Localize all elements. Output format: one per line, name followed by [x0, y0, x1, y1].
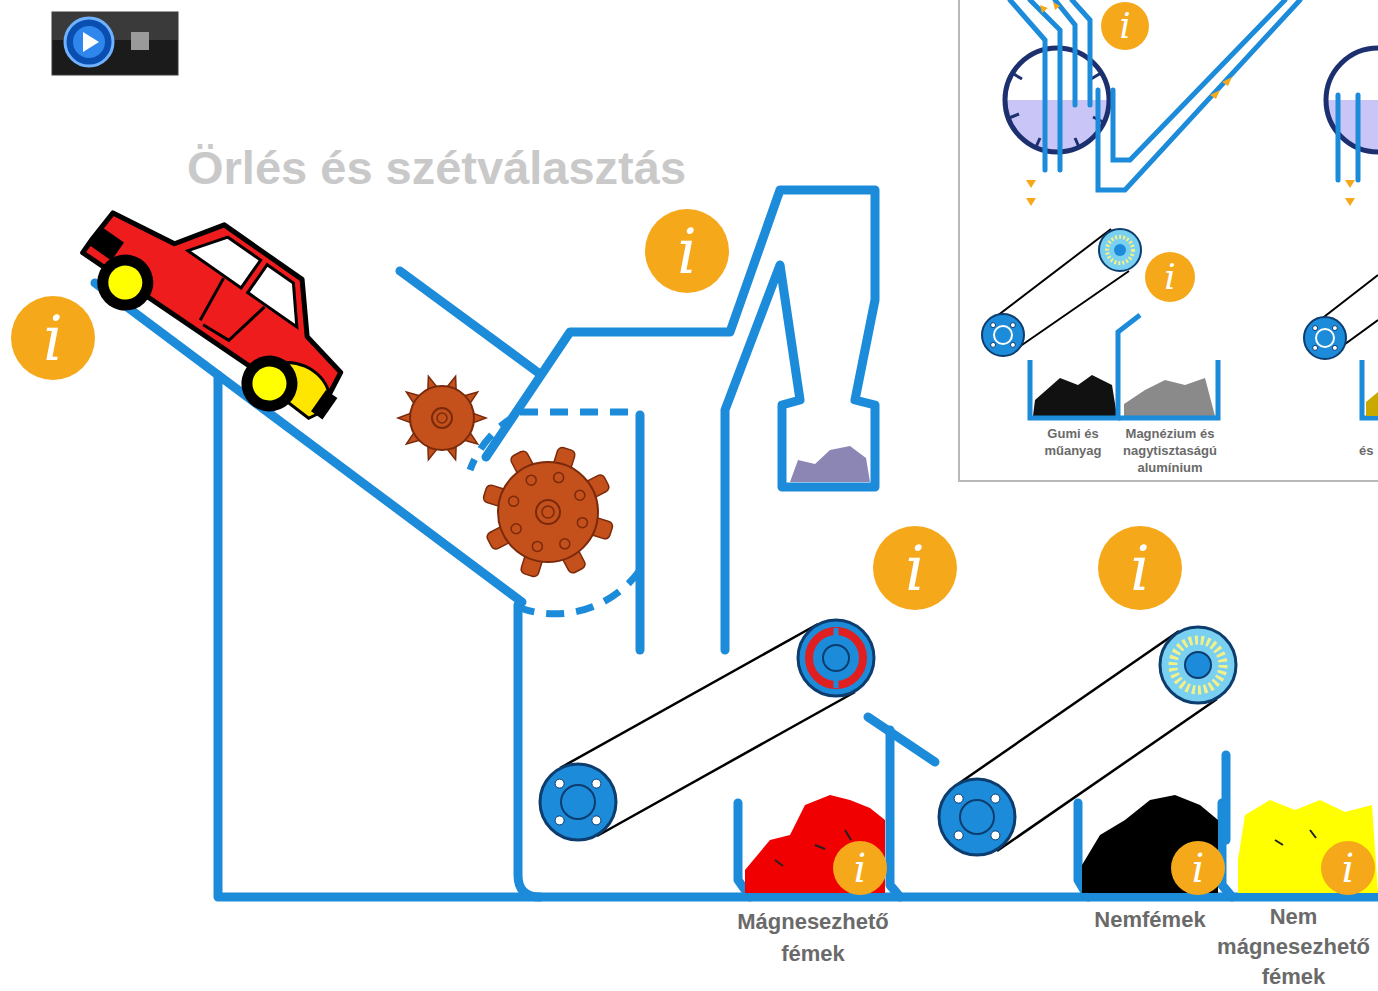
gear-hole — [560, 539, 570, 549]
large-gear — [498, 462, 598, 562]
gear-hole — [577, 518, 587, 528]
collection-bin: Nem mágnesezhető fémek — [1215, 800, 1372, 991]
gear-hub — [536, 500, 560, 524]
gear-hole — [511, 524, 521, 534]
gear-hub — [432, 408, 452, 428]
diagram-title: Örlés és szétválasztás — [187, 140, 686, 195]
gear-hub — [542, 506, 554, 518]
bolt-hole — [991, 323, 996, 328]
gear-hole — [532, 541, 542, 551]
bolt-hole — [991, 831, 1000, 840]
small-gear — [410, 386, 474, 450]
bolt-hole — [592, 779, 601, 788]
bolt-hole — [991, 342, 996, 347]
bolt-hole — [1010, 342, 1015, 347]
bin-label: Nem mágnesezhető fémek — [1215, 902, 1372, 991]
bolt-hole — [1313, 345, 1318, 350]
info-icon: i — [873, 526, 957, 610]
info-icon: i — [1101, 2, 1149, 50]
info-icon: i — [11, 296, 95, 380]
bolt-hole — [1332, 345, 1337, 350]
bin-label: Nemfémek — [1078, 904, 1222, 936]
bolt-hole — [592, 816, 601, 825]
info-icon: i — [1098, 526, 1182, 610]
info-icon: i — [1321, 841, 1375, 895]
collection-bin: Magnézium és nagytisztaságú alumínium — [1120, 360, 1220, 476]
inset-panel — [959, 0, 1378, 481]
bin-label: Gumi és műanyag — [1028, 425, 1118, 459]
bolt-hole — [1010, 323, 1015, 328]
gear-tooth — [398, 376, 486, 460]
bolt-hole — [954, 794, 963, 803]
bin-label: Magnézium és nagytisztaságú alumínium — [1120, 425, 1220, 476]
bolt-hole — [1332, 326, 1337, 331]
collection-bin: Gumi és műanyag — [1028, 360, 1118, 459]
bolt-hole — [555, 816, 564, 825]
car — [67, 168, 382, 444]
bin-label: Mágnesezhető fémek — [735, 906, 891, 970]
bolt-hole — [954, 831, 963, 840]
bin-label: és — [1359, 443, 1373, 458]
bolt-hole — [991, 794, 1000, 803]
info-icon: i — [1171, 841, 1225, 895]
gear-hole — [575, 490, 585, 500]
info-icon: i — [833, 841, 887, 895]
media-control — [52, 12, 178, 75]
info-icon: i — [645, 209, 729, 293]
gear-hub — [437, 413, 447, 423]
info-icon: i — [1145, 252, 1195, 302]
gear-hole — [526, 475, 536, 485]
machine-frame — [95, 190, 1378, 897]
bolt-hole — [1313, 326, 1318, 331]
gear-hole — [509, 496, 519, 506]
bolt-hole — [555, 779, 564, 788]
gear-hole — [554, 473, 564, 483]
